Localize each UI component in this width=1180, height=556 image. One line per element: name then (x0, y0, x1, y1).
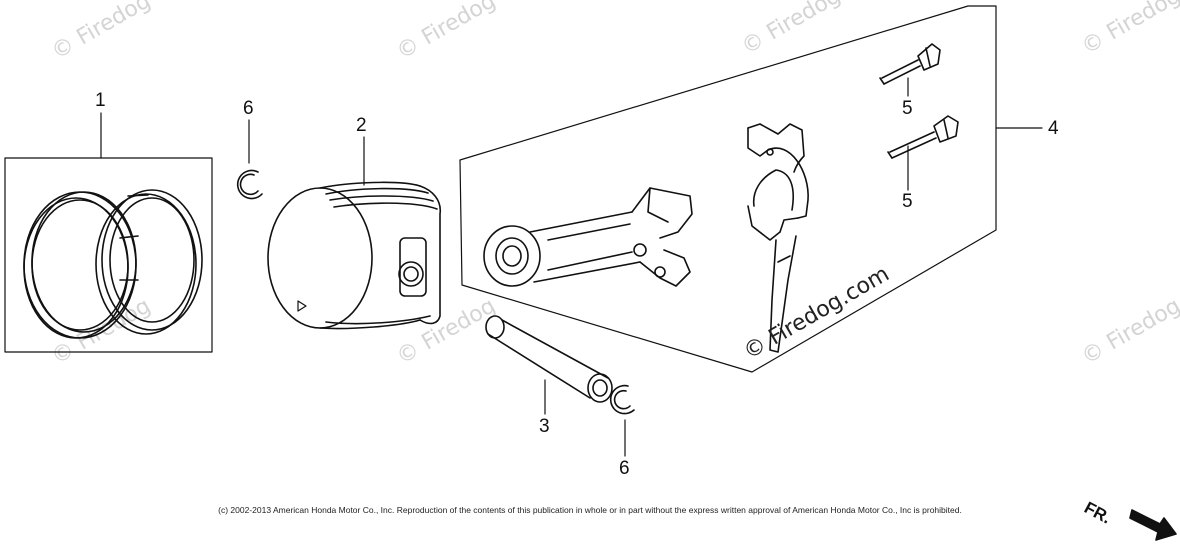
piston[interactable] (267, 181, 442, 330)
piston-pin[interactable] (485, 315, 613, 403)
callout-pin-clip-lower: 6 (619, 458, 630, 479)
callout-pin-clip-upper: 6 (243, 98, 254, 119)
rod-bolt-lower[interactable] (887, 115, 959, 159)
rod-bolt-upper[interactable] (879, 43, 941, 85)
connecting-rod[interactable] (483, 187, 693, 287)
callout-rod-bolt-upper: 5 (902, 98, 913, 119)
callout-piston-pin: 3 (539, 416, 550, 437)
callout-piston-ring-set: 1 (95, 90, 106, 111)
connecting-rod-cap[interactable] (747, 123, 809, 353)
copyright-notice: (c) 2002-2013 American Honda Motor Co., … (218, 505, 962, 515)
front-direction-arrow (1129, 509, 1177, 541)
callout-connecting-rod-assy: 4 (1048, 118, 1059, 139)
pin-clip-lower[interactable] (609, 384, 635, 415)
callout-rod-bolt-lower: 5 (902, 191, 913, 212)
callout-piston: 2 (356, 115, 367, 136)
pin-clip-upper[interactable] (236, 169, 263, 200)
piston-ring-set[interactable] (4, 157, 213, 353)
